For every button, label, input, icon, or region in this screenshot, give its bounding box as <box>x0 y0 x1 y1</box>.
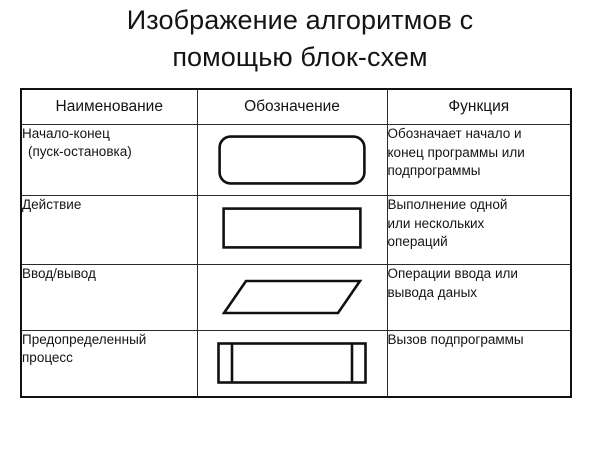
cell-symbol <box>196 195 388 265</box>
function-line: конец программы или <box>387 144 525 160</box>
parallelogram-shape-icon <box>222 279 362 315</box>
table-header-row: Наименование Обозначение Функция <box>20 88 572 125</box>
name-line: Предопределенный <box>22 332 147 347</box>
cell-function: Обозначает начало и конец программы или … <box>386 124 572 196</box>
name-line: Действие <box>22 197 82 212</box>
flowchart-symbols-table: Наименование Обозначение Функция Начало-… <box>20 88 572 398</box>
cell-name: Ввод/вывод <box>20 264 198 331</box>
table-body: Начало-конец (пуск-остановка) Обозначает… <box>20 124 572 398</box>
table-row: Предопределенный процесс Вызов подпрогра… <box>20 330 572 398</box>
cell-function: Вызов подпрограммы <box>386 330 572 398</box>
column-header-symbol: Обозначение <box>196 88 388 125</box>
table-row: Действие Выполнение одной или нескольких… <box>20 195 572 265</box>
function-line: операций <box>387 234 448 249</box>
function-line: вывода даных <box>387 284 478 300</box>
symbol-container <box>198 196 387 264</box>
function-line: или нескольких <box>387 215 485 231</box>
predefined-process-shape-icon <box>217 342 367 384</box>
column-header-function: Функция <box>386 88 572 125</box>
cell-name: Предопределенный процесс <box>20 330 198 398</box>
function-line: Обозначает начало и <box>387 126 522 141</box>
function-line: Выполнение одной <box>387 197 508 212</box>
cell-name: Начало-конец (пуск-остановка) <box>20 124 198 196</box>
function-line: подпрограммы <box>387 163 481 178</box>
cell-symbol <box>196 124 388 196</box>
symbol-container <box>198 331 387 396</box>
function-line: Операции ввода или <box>387 266 518 281</box>
cell-symbol <box>196 264 388 331</box>
column-header-name: Наименование <box>20 88 198 125</box>
page-title: Изображение алгоритмов с помощью блок-сх… <box>0 2 600 76</box>
table-header: Наименование Обозначение Функция <box>20 88 572 125</box>
name-line: Начало-конец <box>22 126 110 141</box>
cell-function: Выполнение одной или нескольких операций <box>386 195 572 265</box>
page-title-line-1: Изображение алгоритмов с <box>126 5 474 35</box>
rounded-rectangle-shape-icon <box>218 135 366 185</box>
table-row: Ввод/вывод Операции ввода или вывода дан… <box>20 264 572 331</box>
cell-symbol <box>196 330 388 398</box>
cell-function: Операции ввода или вывода даных <box>386 264 572 331</box>
page-title-line-2: помощью блок-схем <box>172 42 428 72</box>
symbol-container <box>198 125 387 195</box>
name-line: процесс <box>22 350 73 365</box>
symbol-container <box>198 265 387 330</box>
rectangle-shape-icon <box>222 207 362 249</box>
name-line: (пуск-остановка) <box>28 144 132 159</box>
cell-name: Действие <box>20 195 198 265</box>
table-row: Начало-конец (пуск-остановка) Обозначает… <box>20 124 572 196</box>
function-line: Вызов подпрограммы <box>387 332 524 347</box>
name-line: Ввод/вывод <box>22 266 96 281</box>
